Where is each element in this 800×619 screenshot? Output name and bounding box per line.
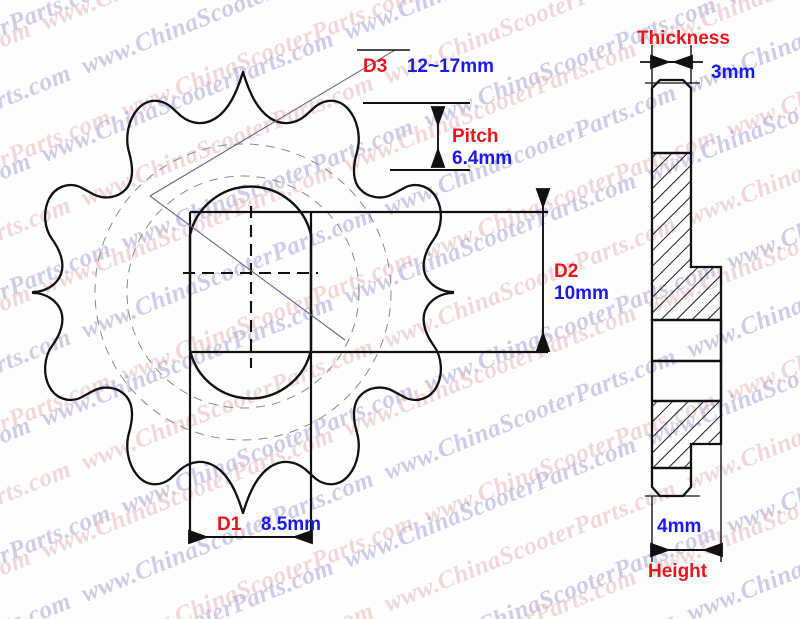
sprocket-teeth-outline bbox=[31, 70, 455, 515]
d2-label: D2 bbox=[554, 261, 579, 282]
bore-profile bbox=[188, 185, 313, 400]
section-band-upper bbox=[650, 318, 723, 363]
height-label: Height bbox=[648, 561, 708, 582]
section-tooth-top bbox=[650, 78, 693, 155]
d1-annotation: D1 8.5mm bbox=[217, 514, 321, 536]
thickness-label: Thickness bbox=[637, 28, 730, 49]
d3-value: 12~17mm bbox=[406, 56, 495, 77]
sprocket-side-section-view bbox=[640, 45, 723, 562]
d3-leader-line bbox=[149, 49, 396, 197]
pitch-annotation: Pitch 6.4mm bbox=[452, 126, 512, 170]
section-hatch-lower bbox=[650, 399, 723, 470]
section-band-middle bbox=[650, 359, 723, 403]
height-value: 4mm bbox=[657, 516, 702, 537]
thickness-value: 3mm bbox=[711, 62, 756, 83]
pitch-label: Pitch bbox=[452, 126, 499, 147]
pitch-value: 6.4mm bbox=[452, 147, 513, 169]
section-hatch-upper bbox=[650, 151, 723, 322]
sprocket-front-view bbox=[31, 49, 548, 537]
pitch-circle-outer bbox=[94, 143, 392, 441]
d1-label: D1 bbox=[217, 514, 242, 535]
hub-body bbox=[188, 210, 548, 537]
d3-leader-line-2 bbox=[149, 195, 346, 341]
pitch-dimension bbox=[363, 101, 470, 172]
pitch-circle-inner bbox=[126, 175, 360, 409]
section-tooth-bottom bbox=[650, 466, 693, 498]
d2-annotation: D2 10mm bbox=[554, 261, 609, 305]
d2-value: 10mm bbox=[554, 282, 609, 304]
d3-annotation: D3 12~17mm bbox=[363, 56, 494, 78]
d3-label: D3 bbox=[363, 56, 388, 77]
d1-value: 8.5mm bbox=[260, 514, 322, 535]
